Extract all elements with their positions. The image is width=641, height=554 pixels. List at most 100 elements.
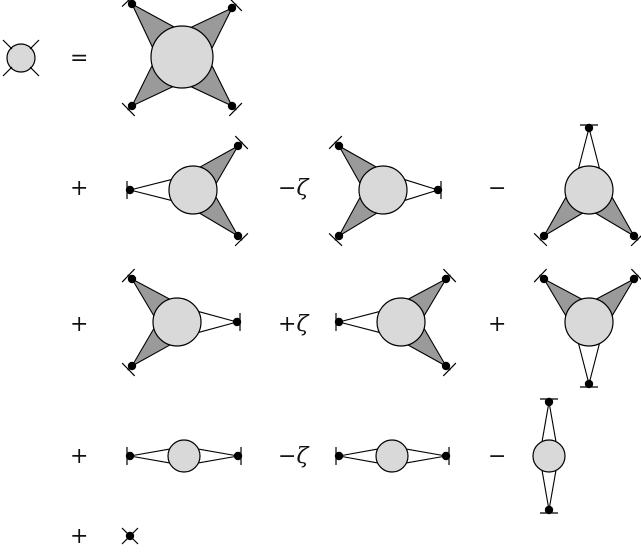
- t3-vertex: [358, 165, 408, 215]
- t10-bottom-line-1: [541, 470, 550, 511]
- t3-right-dot: [433, 185, 443, 195]
- sign-term-6: +ζ: [278, 314, 308, 336]
- t7-nw-dot: [539, 274, 549, 284]
- t6-vertex: [376, 297, 426, 347]
- t7-bottom-line-0: [588, 343, 600, 385]
- t3-nw-cross: [328, 135, 343, 150]
- sign-term-10: −: [488, 444, 507, 469]
- t9-vertex: [375, 439, 409, 473]
- equals-sign: =: [70, 46, 89, 71]
- sign-term-11: +: [70, 524, 89, 549]
- t2-left-line-1: [129, 179, 172, 191]
- t6-left-dot: [334, 317, 344, 327]
- t6-ne-dot: [441, 274, 451, 284]
- t2-left-dot: [125, 185, 135, 195]
- sign-term-5: +: [70, 312, 89, 337]
- t9-right-dot: [441, 451, 451, 461]
- t6-left-line-1: [338, 311, 380, 323]
- sign-term-7: +: [488, 312, 507, 337]
- t1-leg-sw-cross: [121, 102, 136, 117]
- t4-sw-dot: [539, 231, 549, 241]
- t2-left-line-0: [129, 189, 172, 201]
- t4-top-line-1: [588, 127, 600, 169]
- t3-nw-dot: [334, 141, 344, 151]
- t6-se-dot: [441, 361, 451, 371]
- t3-right-line-0: [404, 179, 439, 191]
- t1-leg-ne-cross: [230, 0, 243, 12]
- t10-bottom-dot: [544, 505, 554, 515]
- t9-left-line-1: [338, 448, 378, 457]
- t4-sw-cross: [533, 232, 548, 247]
- t10-top-line-1: [548, 401, 557, 442]
- t4-se-cross: [630, 235, 641, 247]
- t3-sw-cross: [328, 232, 343, 247]
- t7-ne-dot: [629, 274, 639, 284]
- t10-vertex: [532, 439, 566, 473]
- t6-left-line-0: [338, 321, 380, 333]
- t4-top-line-0: [578, 127, 590, 169]
- t5-sw-cross: [121, 362, 136, 377]
- t7-nw-cross: [533, 268, 548, 283]
- t8-left-dot: [125, 451, 135, 461]
- sign-term-9: −ζ: [278, 446, 308, 468]
- lhs-leg-0: [2, 39, 13, 50]
- zeta-coefficient-term-3: ζ: [296, 176, 309, 201]
- t10-top-dot: [544, 397, 554, 407]
- t3-right-line-1: [404, 189, 439, 201]
- t9-right-line-0: [406, 448, 447, 457]
- zeta-coefficient-term-9: ζ: [296, 444, 309, 469]
- sign-term-3: −ζ: [278, 178, 308, 200]
- t5-right-line-0: [198, 311, 238, 323]
- sign-term-9-symbol: −: [278, 444, 297, 469]
- t5-vertex: [152, 297, 202, 347]
- t4-vertex: [564, 165, 614, 215]
- lhs-leg-3: [29, 66, 40, 77]
- t8-left-line-0: [129, 455, 170, 464]
- t8-right-line-0: [198, 448, 239, 457]
- t2-se-dot: [233, 231, 243, 241]
- sign-term-2: +: [70, 176, 89, 201]
- t4-top-dot: [584, 123, 594, 133]
- t1-leg-ne-dot: [227, 3, 237, 13]
- sign-term-6-symbol: +: [278, 312, 297, 337]
- lhs-leg-1: [29, 39, 40, 50]
- t11-cross-b: [121, 527, 139, 545]
- t5-nw-cross: [121, 268, 136, 283]
- sign-term-4: −: [488, 176, 507, 201]
- sign-term-3-symbol: −: [278, 176, 297, 201]
- t9-right-line-1: [406, 455, 447, 464]
- t2-ne-dot: [233, 141, 243, 151]
- t1-leg-se-cross: [228, 102, 243, 117]
- t10-top-line-0: [541, 401, 550, 442]
- t7-vertex: [564, 297, 614, 347]
- lhs-vertex: [6, 43, 36, 73]
- t6-ne-cross: [442, 268, 457, 283]
- t9-left-line-0: [338, 455, 378, 464]
- t8-vertex: [167, 439, 201, 473]
- t1-leg-nw-cross: [121, 0, 130, 7]
- t5-right-dot: [232, 317, 242, 327]
- t8-right-dot: [233, 451, 243, 461]
- lhs-leg-2: [2, 66, 13, 77]
- t2-ne-cross: [234, 135, 249, 150]
- t9-left-dot: [334, 451, 344, 461]
- zeta-coefficient-term-6: ζ: [296, 312, 309, 337]
- t5-nw-dot: [127, 274, 137, 284]
- t1-vertex: [150, 25, 214, 89]
- t1-leg-sw-dot: [127, 101, 137, 111]
- t4-se-dot: [629, 231, 639, 241]
- t1-leg-se-dot: [227, 101, 237, 111]
- t8-right-line-1: [198, 455, 239, 464]
- t5-right-line-1: [198, 321, 238, 333]
- sign-term-8: +: [70, 444, 89, 469]
- t6-se-cross: [442, 362, 457, 377]
- t5-sw-dot: [127, 361, 137, 371]
- t7-ne-cross: [630, 268, 641, 280]
- t2-vertex: [168, 165, 218, 215]
- t10-bottom-line-0: [548, 470, 557, 511]
- t7-bottom-dot: [584, 379, 594, 389]
- t2-se-cross: [234, 232, 249, 247]
- t7-bottom-line-1: [578, 343, 590, 385]
